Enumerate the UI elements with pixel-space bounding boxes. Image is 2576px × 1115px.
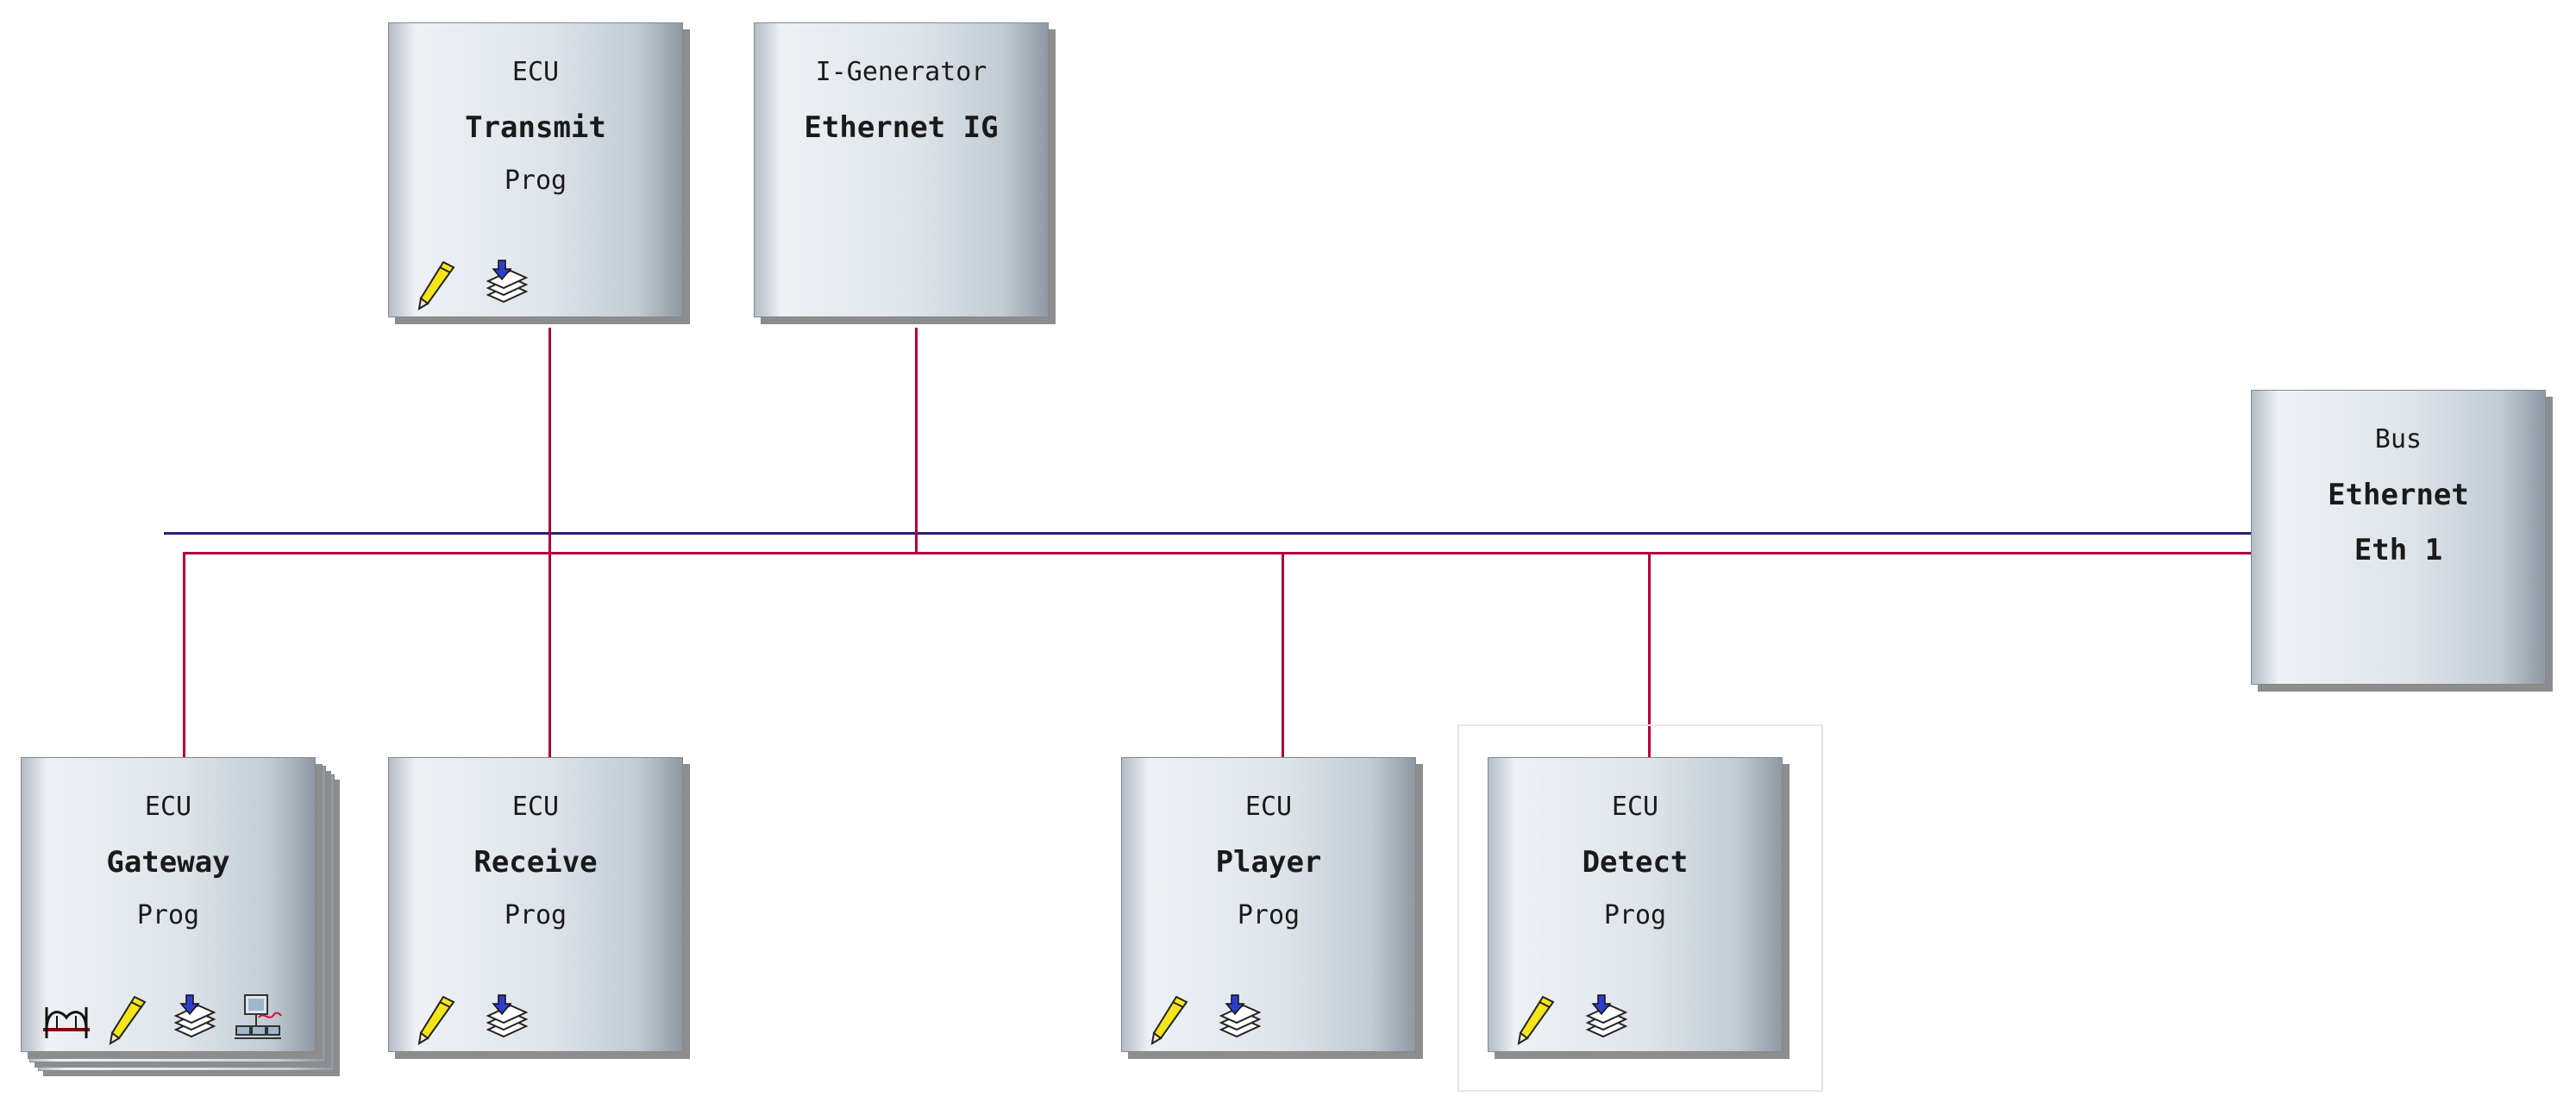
stacked-disks-icon[interactable] xyxy=(169,992,219,1045)
stacked-disks-icon[interactable] xyxy=(1581,992,1631,1045)
node-sub-label: Prog xyxy=(504,900,567,930)
node-sub-label: Prog xyxy=(1237,900,1301,930)
link-gateway xyxy=(183,552,185,757)
ecu-node-transmit[interactable]: ECU Transmit Prog xyxy=(388,22,683,317)
link-line-ethernet xyxy=(183,552,2251,554)
stacked-disks-icon[interactable] xyxy=(481,992,531,1045)
link-transmit-receive xyxy=(548,328,551,757)
node-type-label: ECU xyxy=(144,792,192,822)
node-name-label: Player xyxy=(1215,845,1322,880)
node-type-label: ECU xyxy=(1244,792,1293,822)
stacked-disks-icon[interactable] xyxy=(1214,992,1264,1045)
network-monitor-icon[interactable] xyxy=(233,992,283,1045)
pencil-icon[interactable] xyxy=(1147,992,1197,1045)
link-detect xyxy=(1648,552,1651,757)
node-name-label: Gateway xyxy=(106,845,230,880)
node-type-label: I-Generator xyxy=(815,57,987,87)
link-ethernet-ig xyxy=(915,328,918,554)
node-name-label: Ethernet IG xyxy=(804,110,999,145)
node-body xyxy=(754,22,1049,317)
node-body xyxy=(1488,757,1783,1052)
stacked-disks-icon[interactable] xyxy=(481,257,531,310)
pencil-icon[interactable] xyxy=(414,992,464,1045)
bridge-icon[interactable] xyxy=(41,992,91,1045)
node-body xyxy=(1121,757,1416,1052)
node-sub-label: Prog xyxy=(136,900,200,930)
pencil-icon[interactable] xyxy=(105,992,155,1045)
bus-node-ethernet[interactable]: Bus Ethernet Eth 1 xyxy=(2251,390,2546,685)
link-player xyxy=(1282,552,1284,757)
pencil-icon[interactable] xyxy=(414,257,464,310)
ecu-node-player[interactable]: ECU Player Prog xyxy=(1121,757,1416,1052)
node-name-label: Ethernet xyxy=(2328,478,2469,512)
ecu-node-gateway[interactable]: ECU Gateway Prog xyxy=(21,757,335,1071)
node-name-label: Transmit xyxy=(465,110,606,145)
node-body xyxy=(388,22,683,317)
node-sub-label: Prog xyxy=(1603,900,1667,930)
pencil-icon[interactable] xyxy=(1514,992,1564,1045)
node-body xyxy=(2251,390,2546,685)
node-type-label: ECU xyxy=(511,57,560,87)
node-type-label: ECU xyxy=(511,792,560,822)
node-name-label: Receive xyxy=(473,845,598,880)
node-body xyxy=(388,757,683,1052)
node-sub-label: Prog xyxy=(504,166,567,196)
node-type-label: Bus xyxy=(2374,424,2422,454)
node-channel-label: Eth 1 xyxy=(2353,533,2443,567)
selection-frame-detect xyxy=(1457,724,1823,1092)
node-type-label: ECU xyxy=(1611,792,1659,822)
ecu-node-receive[interactable]: ECU Receive Prog xyxy=(388,757,683,1052)
ecu-node-detect[interactable]: ECU Detect Prog xyxy=(1488,757,1783,1052)
bus-line-ethernet xyxy=(164,532,2251,535)
igenerator-node-ethernet-ig[interactable]: I-Generator Ethernet IG xyxy=(754,22,1049,317)
node-name-label: Detect xyxy=(1582,845,1689,880)
